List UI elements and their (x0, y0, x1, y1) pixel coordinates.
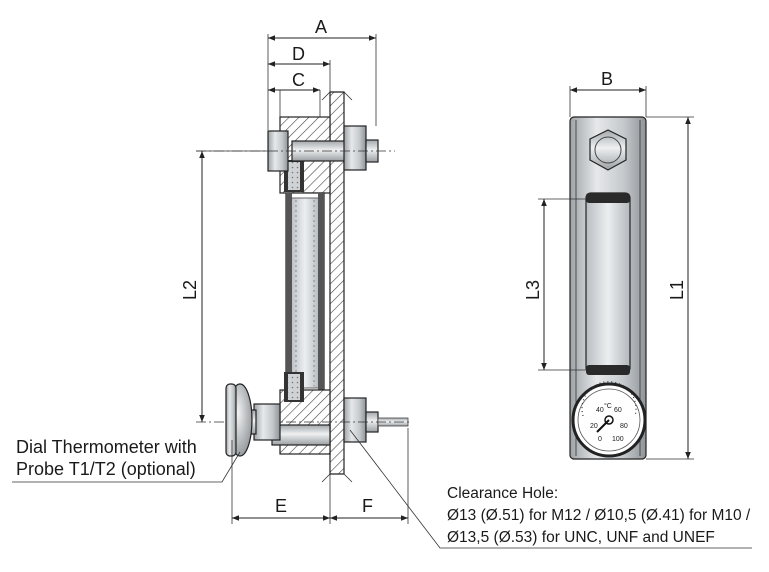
dial-tick-40: 40 (596, 407, 604, 414)
thermometer-callout-line2: Probe T1/T2 (optional) (16, 459, 196, 479)
sight-window (585, 192, 631, 374)
thermometer-callout-line1: Dial Thermometer with (16, 437, 197, 457)
clearance-callout-line2: Ø13 (Ø.51) for M12 / Ø10,5 (Ø.41) for M1… (447, 507, 751, 524)
dial-tick-20: 20 (590, 423, 598, 430)
clearance-callout-line3: Ø13,5 (Ø.53) for UNC, UNF and UNEF (447, 529, 715, 546)
dim-label-L2: L2 (180, 280, 200, 300)
dimension-lines: A D C L2 E F B L1 L3 (180, 17, 694, 524)
dim-label-L3: L3 (523, 280, 543, 300)
dial-tick-80: 80 (620, 423, 628, 430)
dim-label-E: E (275, 496, 287, 516)
callouts: Dial Thermometer with Probe T1/T2 (optio… (12, 429, 752, 549)
thermometer-stem (253, 403, 281, 441)
front-view: °C 20 40 60 80 100 0 (569, 116, 647, 460)
dial-tick-100: 100 (612, 436, 624, 443)
dial-unit: °C (604, 402, 612, 410)
dim-label-L1: L1 (667, 280, 687, 300)
dim-label-A: A (315, 17, 327, 37)
dim-label-F: F (362, 496, 373, 516)
dim-label-B: B (601, 69, 613, 89)
clearance-callout-line1: Clearance Hole: (447, 485, 558, 502)
lower-bolt (343, 397, 367, 443)
dial-needle (596, 419, 610, 433)
dial-tick-60: 60 (614, 407, 622, 414)
dim-label-C: C (292, 70, 305, 90)
dim-label-D: D (292, 44, 305, 64)
dial-tick-0: 0 (598, 436, 602, 443)
side-section-view (196, 91, 412, 483)
